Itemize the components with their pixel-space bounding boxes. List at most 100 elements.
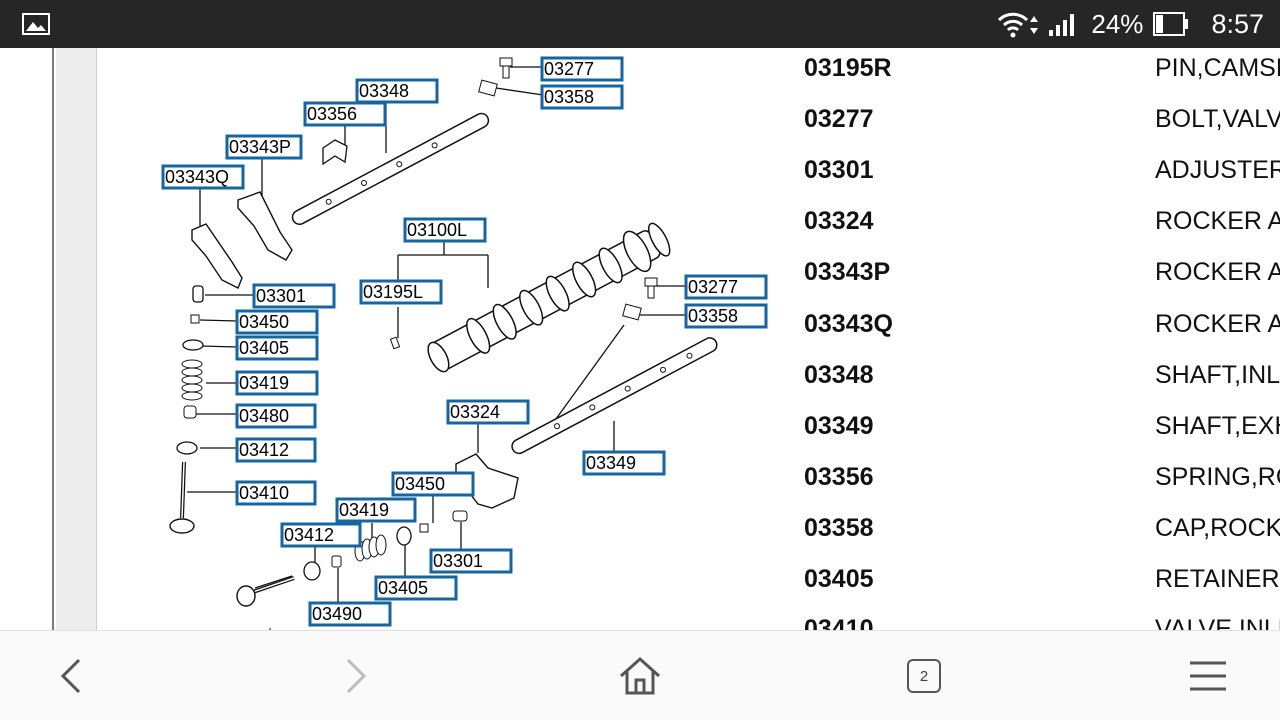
callout-text: 03358: [688, 306, 738, 326]
callout-label[interactable]: 03358: [540, 84, 624, 110]
part-description: SHAFT,EXH: [1155, 412, 1280, 440]
callout-label[interactable]: 03358: [684, 303, 768, 329]
callout-label[interactable]: 03277: [684, 274, 768, 300]
callout-label[interactable]: 03419: [335, 497, 417, 523]
callout-box: [684, 274, 768, 300]
callout-label[interactable]: 03343P: [225, 134, 303, 160]
callout-label[interactable]: 03405: [235, 335, 319, 361]
callout-label[interactable]: 03419: [235, 370, 319, 396]
callout-label[interactable]: 03349: [582, 450, 666, 476]
callout-text: 03358: [544, 87, 594, 107]
callout-box: [161, 164, 245, 190]
tabs-button[interactable]: 2: [879, 631, 969, 721]
callout-box: [235, 403, 317, 429]
callout-label[interactable]: 03412: [280, 522, 362, 548]
callout-box: [235, 370, 319, 396]
callout-text: 03490: [312, 604, 362, 624]
callout-text: 03450: [239, 312, 289, 332]
part-description: SHAFT,INLE: [1155, 361, 1280, 389]
browser-toolbar: 2: [0, 630, 1280, 720]
left-margin: [0, 48, 54, 630]
back-button[interactable]: [27, 631, 117, 721]
part-row[interactable]: 03349 SHAFT,EXH: [0, 412, 1280, 452]
callout-label[interactable]: 03301: [429, 548, 513, 574]
part-description: ROCKER AR: [1155, 258, 1280, 286]
menu-button[interactable]: [1163, 631, 1253, 721]
callout-text: 03410: [239, 483, 289, 503]
callout-box: [235, 335, 319, 361]
part-number: 03349: [804, 412, 874, 440]
callout-label[interactable]: 03348: [355, 78, 439, 104]
part-drawings: [169, 57, 718, 630]
battery-percent: 24%: [1091, 8, 1144, 39]
leader-lines: [187, 66, 686, 613]
part-number: 03301: [804, 156, 874, 184]
callout-box: [308, 601, 392, 627]
callout-box: [359, 279, 443, 305]
callout-label[interactable]: 03324: [446, 399, 530, 425]
forward-icon: [346, 658, 367, 694]
callout-label[interactable]: 03450: [391, 471, 475, 497]
callout-box: [374, 575, 458, 601]
gallery-icon: [22, 13, 50, 35]
part-description: SPRING,RO: [1155, 463, 1280, 491]
callout-label[interactable]: 03277: [540, 56, 624, 82]
callout-label[interactable]: 03343Q: [161, 164, 245, 190]
callout-text: 03277: [544, 59, 594, 79]
part-number: 03343P: [804, 258, 891, 286]
part-row[interactable]: 03343P ROCKER AR: [0, 258, 1280, 298]
callout-text: 03480: [239, 406, 289, 426]
callout-label[interactable]: 03480: [235, 403, 317, 429]
callout-text: 03356: [307, 104, 357, 124]
part-row[interactable]: 03356 SPRING,RO: [0, 463, 1280, 503]
callout-box: [252, 283, 336, 309]
callout-text: 03195L: [363, 282, 423, 302]
callout-label[interactable]: 03490: [308, 601, 392, 627]
part-description: CAP,ROCKE: [1155, 514, 1280, 542]
tabs-icon: 2: [907, 659, 941, 693]
lower-spring: [354, 534, 387, 562]
part-description: ROCKER AR: [1155, 310, 1280, 338]
callout-label[interactable]: 03450: [235, 309, 319, 335]
part-number: 03405: [804, 565, 874, 593]
callout-text: 03349: [586, 453, 636, 473]
callout-text: 03348: [359, 81, 409, 101]
callout-label[interactable]: 03412: [235, 437, 317, 463]
callout-label[interactable]: 03100L: [403, 217, 487, 243]
callout-label[interactable]: 03301: [252, 283, 336, 309]
clock: 8:57: [1211, 8, 1264, 39]
callout-label[interactable]: 03195L: [359, 279, 443, 305]
callout-label[interactable]: 03410: [235, 480, 317, 506]
callout-box: [391, 471, 475, 497]
callout-text: 03301: [433, 551, 483, 571]
part-description: ROCKER AR: [1155, 207, 1280, 235]
home-button[interactable]: [595, 631, 685, 721]
forward-button[interactable]: [310, 631, 400, 721]
part-number: 03356: [804, 463, 874, 491]
part-description: VALVE,INLE: [1155, 615, 1280, 630]
callout-box: [540, 84, 624, 110]
callout-label[interactable]: 03356: [303, 101, 387, 127]
part-number: 03343Q: [804, 310, 893, 338]
part-row[interactable]: 03343Q ROCKER AR: [0, 310, 1280, 350]
callout-text: 03277: [688, 277, 738, 297]
callout-box: [235, 437, 317, 463]
back-icon: [60, 658, 81, 694]
part-description: PIN,CAMSH: [1155, 54, 1280, 82]
callout-box: [355, 78, 439, 104]
callout-text: 03412: [239, 440, 289, 460]
tab-count: 2: [919, 667, 929, 685]
callout-label[interactable]: 03405: [374, 575, 458, 601]
callout-box: [225, 134, 303, 160]
